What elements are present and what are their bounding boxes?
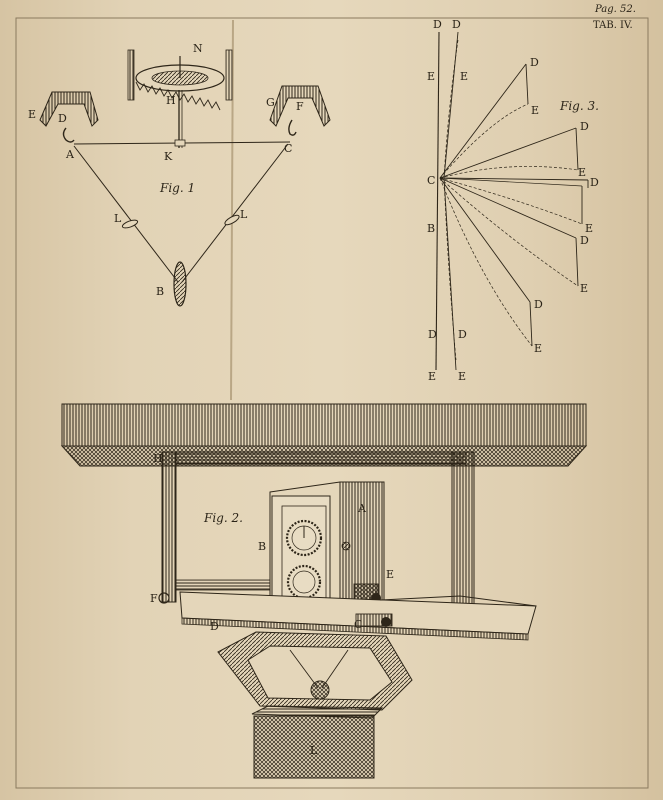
figure-3: D D E E C B D E D E D E D E D E D D E E … — [427, 18, 599, 383]
fig1-support-left — [39, 91, 99, 127]
fig3-label-e-bot1: E — [428, 370, 436, 383]
fig2-caption: Fig. 2. — [203, 511, 243, 525]
page-reference: Pag. 52. — [594, 4, 636, 15]
plate-number: TAB. IV. — [593, 20, 633, 31]
fig3-label-d5: D — [534, 298, 543, 311]
fig1-label-f: F — [296, 100, 304, 113]
fig3-label-e3: E — [585, 222, 593, 235]
fig3-label-d4: D — [580, 234, 589, 247]
fig2-label-l: L — [310, 744, 318, 757]
figure-2: H A B E F D C L Fig. 2. — [60, 403, 588, 779]
fig2-label-d: D — [210, 620, 219, 633]
fig1-wheel-teeth — [135, 81, 221, 111]
fig2-pendulum-bob — [310, 680, 330, 700]
fig3-label-e-top2: E — [460, 70, 468, 83]
fig1-label-b: B — [156, 285, 164, 298]
fig1-string-right — [181, 143, 289, 283]
fig3-rays — [439, 63, 589, 347]
fig1-label-e: E — [28, 108, 36, 121]
fig3-label-d1: D — [530, 56, 539, 69]
fig1-string-left — [73, 145, 179, 283]
fig1-label-h: H — [166, 94, 176, 107]
fig3-label-e-bot2: E — [458, 370, 466, 383]
fig2-label-b: B — [258, 540, 266, 553]
fold-crease — [230, 19, 234, 401]
fig1-label-l-left: L — [114, 212, 122, 225]
figure-1: N H E D G F A K C L L B Fig. 1 — [28, 42, 331, 307]
fig3-label-d-bot1: D — [428, 328, 437, 341]
plate-border — [15, 17, 649, 789]
fig1-label-l-right: L — [240, 208, 248, 221]
fig3-caption: Fig. 3. — [559, 99, 599, 113]
fig1-mount-right — [225, 49, 233, 101]
fig2-label-c: C — [354, 618, 362, 631]
fig2-frame-left — [161, 451, 177, 603]
fig1-label-a: A — [65, 148, 75, 161]
fig3-label-e4: E — [580, 282, 588, 295]
fig2-weight-box — [253, 715, 375, 779]
fig3-label-d-bot2: D — [458, 328, 467, 341]
fig3-label-d2: D — [580, 120, 589, 133]
fig2-dial-upper — [285, 519, 323, 557]
fig1-label-d: D — [58, 112, 67, 125]
fig1-label-k: K — [164, 150, 173, 163]
fig2-label-a: A — [357, 502, 367, 515]
fig3-label-b: B — [427, 222, 435, 235]
fig2-label-h: H — [153, 452, 163, 465]
fig3-label-e1: E — [531, 104, 539, 117]
fig3-label-d3: D — [590, 176, 599, 189]
fig1-disc-left — [121, 219, 139, 229]
fig3-label-e5: E — [534, 342, 542, 355]
fig2-frame-top — [175, 451, 467, 465]
fig3-vertical-line — [435, 31, 440, 371]
fig2-clock-face — [271, 495, 331, 609]
fig1-caption: Fig. 1 — [159, 181, 195, 195]
fig1-disc-right — [224, 214, 240, 226]
fig2-frame-right — [451, 451, 475, 609]
fig1-mount-left — [127, 49, 135, 101]
fig1-bob — [173, 261, 187, 307]
fig3-label-d-top1: D — [433, 18, 442, 31]
fig3-label-e2: E — [578, 166, 586, 179]
fig3-label-e-top1: E — [427, 70, 435, 83]
fig1-support-right — [269, 85, 331, 127]
fig1-label-c: C — [284, 142, 292, 155]
fig2-knob-f — [158, 592, 170, 604]
fig2-label-e: E — [386, 568, 394, 581]
fig1-label-g: G — [266, 96, 275, 109]
fig2-ceiling-beam — [61, 403, 587, 447]
fig3-label-d-top2: D — [452, 18, 461, 31]
fig2-label-f: F — [150, 592, 158, 605]
fig3-label-c: C — [427, 174, 435, 187]
fig1-label-n: N — [193, 42, 203, 55]
